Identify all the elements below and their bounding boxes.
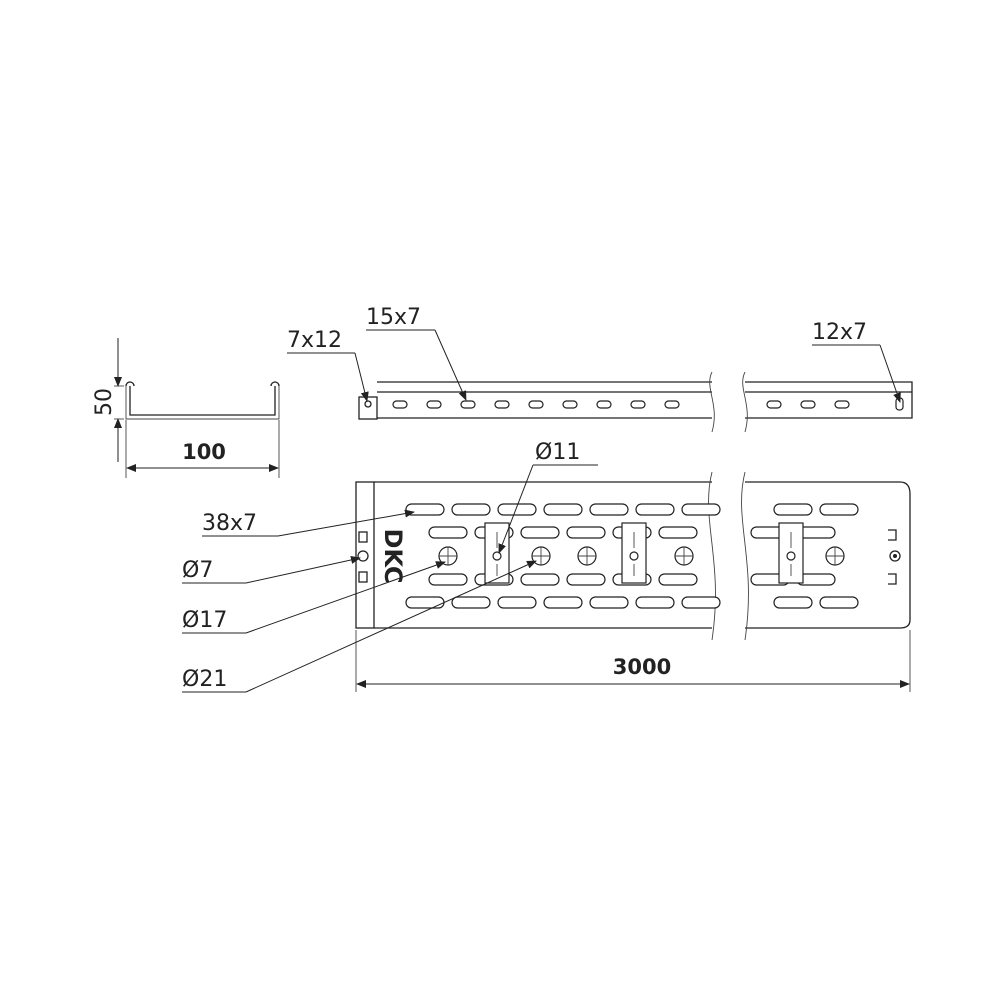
bottom-slot (428, 526, 468, 539)
bottom-slot (520, 573, 560, 586)
bottom-slot (589, 596, 629, 609)
side-slot (460, 400, 476, 409)
side-slot (392, 400, 408, 409)
side-slot (766, 400, 782, 409)
callout-hole-medium: Ø17 (182, 608, 227, 633)
cross-section-profile (114, 338, 280, 478)
bottom-slot (543, 596, 583, 609)
bottom-slot (819, 596, 859, 609)
side-slot (596, 400, 612, 409)
length-label: 3000 (613, 655, 671, 679)
callout-side-end-slot: 12x7 (812, 320, 867, 345)
bottom-slot (773, 596, 813, 609)
bottom-slot (566, 573, 606, 586)
keyhole (492, 551, 502, 561)
side-slot (426, 400, 442, 409)
side-slot (630, 400, 646, 409)
side-slot (834, 400, 850, 409)
width-label: 100 (182, 440, 226, 464)
bottom-slot (405, 596, 445, 609)
bottom-slot (451, 596, 491, 609)
callout-hole-large: Ø21 (182, 667, 227, 692)
side-slot (800, 400, 816, 409)
callout-leaders (182, 329, 901, 693)
bottom-slot (589, 503, 629, 516)
height-label: 50 (92, 388, 117, 416)
bottom-slot (635, 503, 675, 516)
length-dimension (355, 630, 911, 692)
callout-hole-small: Ø7 (182, 558, 213, 583)
bottom-slot (681, 596, 721, 609)
bottom-slot (773, 503, 813, 516)
bottom-slot (658, 573, 698, 586)
keyhole (629, 551, 639, 561)
brand-logo: DKC (379, 528, 407, 583)
bottom-slot (497, 503, 537, 516)
bottom-slot (520, 526, 560, 539)
bottom-slot (819, 503, 859, 516)
bottom-slot (635, 596, 675, 609)
bottom-slot (497, 596, 537, 609)
callout-side-slot: 15x7 (366, 305, 421, 330)
bottom-slot (451, 503, 491, 516)
side-slot (664, 400, 680, 409)
side-slot (528, 400, 544, 409)
keyhole (786, 551, 796, 561)
bottom-slot (428, 573, 468, 586)
callout-bottom-slot: 38x7 (202, 511, 257, 536)
bottom-slot (405, 503, 445, 516)
side-slot (562, 400, 578, 409)
bottom-slot (543, 503, 583, 516)
bottom-slot (658, 526, 698, 539)
side-slot (494, 400, 510, 409)
side-view (358, 371, 913, 433)
top-view (355, 471, 911, 641)
bottom-slot (566, 526, 606, 539)
callout-side-hole: 7x12 (287, 328, 342, 353)
callout-hole-center: Ø11 (535, 440, 580, 465)
bottom-slot (681, 503, 721, 516)
